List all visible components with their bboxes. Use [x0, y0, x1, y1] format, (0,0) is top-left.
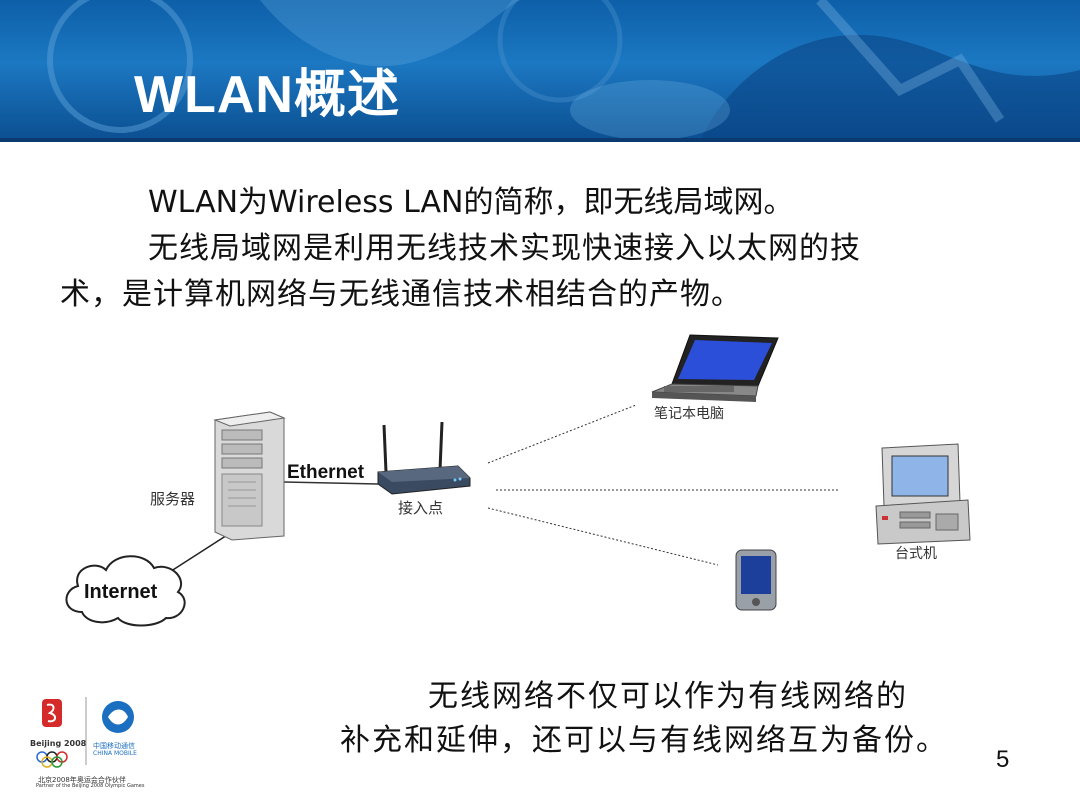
intro-line-3: 术，是计算机网络与无线通信技术相结合的产物。	[60, 277, 742, 312]
page-number: 5	[996, 746, 1010, 773]
footer-line-2: 补充和延伸，还可以与有线网络互为备份。	[340, 723, 948, 758]
slide-title: WLAN概述	[134, 66, 400, 124]
beijing-2008-logo-icon	[36, 697, 134, 768]
china-mobile-cn-text: 中国移动通信	[93, 742, 135, 750]
beijing-2008-text: Beijing 2008	[30, 739, 87, 748]
access-point-label: 接入点	[398, 499, 444, 517]
partner-cn-text: 北京2008年奥运会合作伙伴	[38, 776, 126, 784]
header-banner	[0, 0, 1080, 140]
wireless-link-laptop	[487, 404, 637, 464]
china-mobile-en-text: CHINA MOBILE	[93, 750, 137, 757]
desktop-label: 台式机	[895, 546, 937, 562]
desktop-icon	[875, 443, 971, 545]
sponsor-logos: Beijing 2008 中国移动通信 CHINA MOBILE 北京2008年…	[30, 695, 150, 795]
server-icon	[213, 411, 286, 541]
intro-line-2: 无线局域网是利用无线技术实现快速接入以太网的技	[148, 231, 861, 266]
intro-line-1: WLAN为Wireless LAN的简称，即无线局域网。	[148, 185, 794, 220]
internet-label: Internet	[84, 581, 158, 603]
banner-divider	[0, 138, 1080, 142]
ethernet-label: Ethernet	[287, 462, 365, 483]
partner-en-text: Partner of the Beijing 2008 Olympic Game…	[36, 783, 145, 789]
banner-decoration	[47, 0, 1080, 140]
wireless-link-pda	[487, 507, 719, 566]
internet-link	[164, 529, 236, 576]
pda-icon	[735, 549, 777, 611]
laptop-label: 笔记本电脑	[654, 406, 724, 422]
internet-cloud-icon	[65, 555, 186, 627]
ethernet-link	[283, 481, 379, 485]
access-point-icon	[377, 421, 471, 495]
server-label: 服务器	[150, 490, 196, 508]
footer-line-1: 无线网络不仅可以作为有线网络的	[428, 679, 908, 714]
laptop-icon	[651, 334, 779, 402]
